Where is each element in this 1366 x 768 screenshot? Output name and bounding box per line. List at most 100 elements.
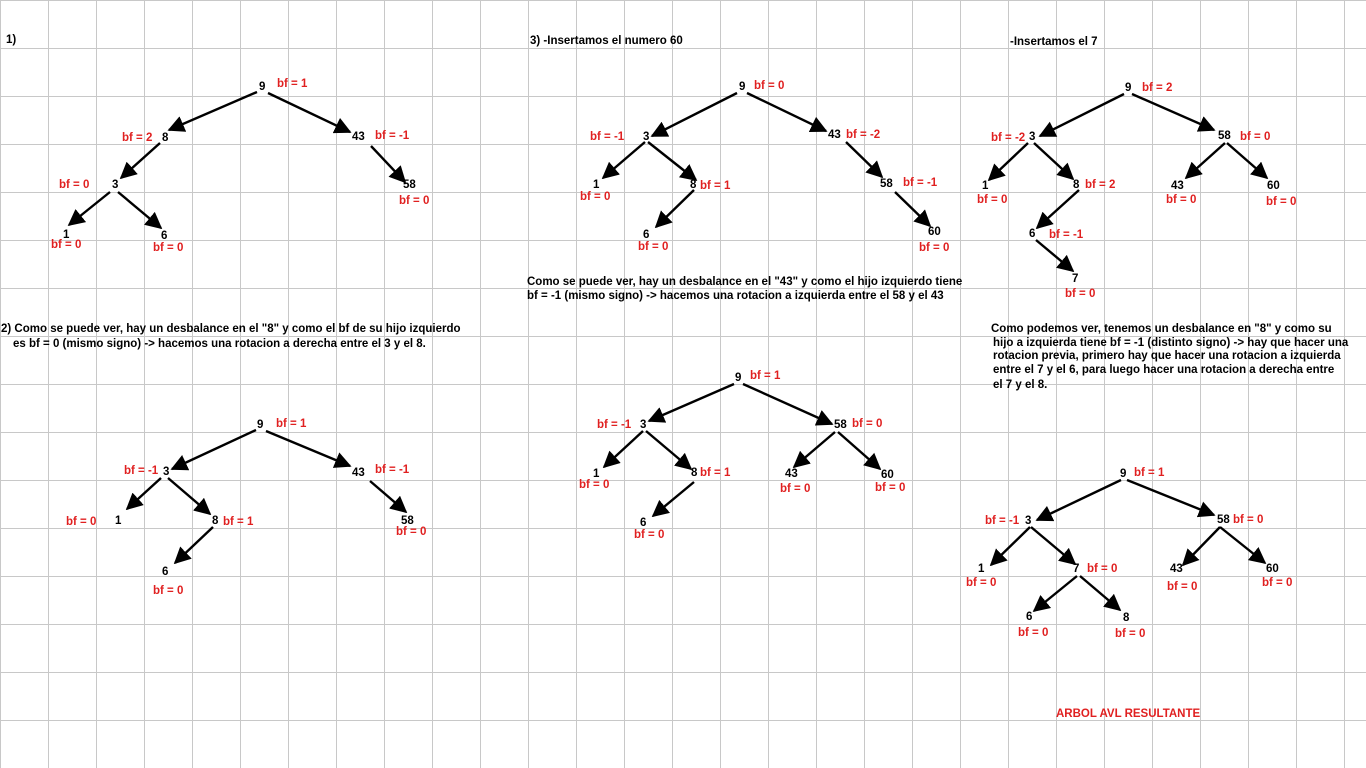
step-4-title: -Insertamos el 7 (1010, 36, 1098, 48)
balance-factor-label: bf = 0 (580, 191, 611, 203)
balance-factor-label: bf = 2 (122, 132, 153, 144)
balance-factor-label: bf = 0 (1240, 131, 1271, 143)
tree-edge-3-to-1 (987, 142, 1029, 182)
tree-node-58: 58 (880, 178, 893, 190)
tree-node-58: 58 (401, 515, 414, 527)
balance-factor-label: bf = 0 (399, 195, 430, 207)
tree-edge-9-to-3 (647, 382, 735, 423)
tree-edge-58-to-43 (1184, 142, 1226, 180)
tree-edge-3-to-8 (167, 477, 212, 516)
tree-node-3: 3 (1029, 131, 1036, 143)
balance-factor-label: bf = 0 (153, 585, 184, 597)
tree-node-8: 8 (1123, 612, 1130, 624)
tree-edge-3-to-7 (1030, 526, 1077, 566)
tree-node-60: 60 (928, 226, 941, 238)
tree-node-1: 1 (978, 563, 985, 575)
balance-factor-label: bf = 0 (1262, 577, 1293, 589)
balance-factor-label: bf = 0 (1087, 563, 1118, 575)
tree-edge-9-to-58 (1131, 92, 1216, 132)
balance-factor-label: bf = -1 (375, 130, 410, 142)
tree-node-43: 43 (785, 468, 798, 480)
step-3-title: 3) -Insertamos el numero 60 (530, 35, 683, 47)
tree-node-6: 6 (161, 230, 168, 242)
tree-edge-58-to-60 (894, 191, 932, 228)
tree-edge-58-to-60 (1219, 526, 1267, 565)
tree-node-3: 3 (1025, 515, 1032, 527)
tree-edge-8-to-6 (1035, 189, 1080, 230)
tree-node-58: 58 (403, 179, 416, 191)
tree-edge-9-to-3 (1035, 478, 1122, 522)
tree-node-7: 7 (1073, 563, 1080, 575)
balance-factor-label: bf = 1 (700, 180, 731, 192)
tree-node-60: 60 (1266, 563, 1279, 575)
tree-edge-9-to-58 (742, 382, 834, 426)
tree-node-8: 8 (690, 179, 697, 191)
tree-node-8: 8 (1073, 179, 1080, 191)
tree-edge-9-to-8 (167, 90, 258, 132)
balance-factor-label: bf = 0 (396, 526, 427, 538)
balance-factor-label: bf = 0 (1115, 628, 1146, 640)
balance-factor-label: bf = 0 (1065, 288, 1096, 300)
result-caption: ARBOL AVL RESULTANTE (1056, 708, 1201, 720)
step-4-note-line-2: hijo a izquierda tiene bf = -1 (distinto… (993, 337, 1349, 349)
balance-factor-label: bf = 1 (223, 516, 254, 528)
tree-node-43: 43 (352, 467, 365, 479)
tree-node-43: 43 (352, 131, 365, 143)
balance-factor-label: bf = -2 (991, 132, 1026, 144)
tree-node-58: 58 (1218, 130, 1231, 142)
balance-factor-label: bf = 0 (59, 179, 90, 191)
tree-edge-3-to-1 (601, 141, 646, 180)
tree-node-9: 9 (257, 419, 264, 431)
balance-factor-label: bf = 0 (977, 194, 1008, 206)
balance-factor-label: bf = 0 (1266, 196, 1297, 208)
tree-edge-3-to-8 (645, 430, 693, 471)
tree-edge-8-to-6 (173, 526, 214, 565)
balance-factor-label: bf = -1 (1049, 229, 1084, 241)
tree-edge-43-to-58 (370, 145, 407, 184)
step-4-note-line-5: el 7 y el 8. (993, 379, 1048, 391)
balance-factor-label: bf = -1 (903, 177, 938, 189)
tree-edge-58-to-60 (837, 431, 882, 471)
tree-node-6: 6 (643, 229, 650, 241)
balance-factor-label: bf = 0 (579, 479, 610, 491)
step-4-note-line-1: Como podemos ver, tenemos un desbalance … (991, 323, 1332, 335)
balance-factor-label: bf = 2 (1085, 179, 1116, 191)
tree-edge-9-to-3 (650, 91, 738, 138)
balance-factor-label: bf = 1 (1134, 467, 1165, 479)
tree-edge-3-to-1 (67, 191, 111, 227)
tree-edge-3-to-1 (989, 526, 1031, 567)
tree-edge-43-to-58 (845, 141, 884, 179)
tree-edge-58-to-43 (1181, 526, 1221, 567)
balance-factor-label: bf = -1 (590, 131, 625, 143)
tree-node-60: 60 (1267, 180, 1280, 192)
tree-edge-3-to-1 (602, 430, 644, 469)
step-4-note-line-3: rotacion previa, primero hay que hacer u… (993, 350, 1341, 362)
balance-factor-label: bf = -2 (846, 129, 881, 141)
step-4-note-line-4: entre el 7 y el 6, para luego hacer una … (993, 364, 1335, 376)
tree-edge-58-to-60 (1226, 142, 1269, 180)
balance-factor-label: bf = 0 (638, 241, 669, 253)
tree-node-58: 58 (834, 419, 847, 431)
tree-edge-3-to-1 (125, 477, 162, 511)
balance-factor-label: bf = 0 (919, 242, 950, 254)
balance-factor-label: bf = 0 (66, 516, 97, 528)
tree-node-6: 6 (1029, 228, 1036, 240)
tree-edge-7-to-8 (1079, 575, 1122, 612)
tree-edge-9-to-3 (170, 428, 257, 471)
balance-factor-label: bf = 1 (750, 370, 781, 382)
balance-factor-label: bf = 0 (754, 80, 785, 92)
tree-edge-3-to-8 (1033, 142, 1075, 181)
tree-edge-6-to-7 (1035, 239, 1075, 273)
balance-factor-label: bf = 0 (51, 239, 82, 251)
tree-node-8: 8 (691, 467, 698, 479)
tree-node-1: 1 (593, 468, 600, 480)
tree-edge-9-to-43 (265, 429, 352, 468)
balance-factor-label: bf = 0 (1233, 514, 1264, 526)
tree-edge-58-to-43 (792, 431, 836, 469)
tree-edge-9-to-43 (267, 91, 352, 134)
tree-edge-43-to-58 (369, 480, 408, 514)
balance-factor-label: bf = 2 (1142, 82, 1173, 94)
balance-factor-label: bf = 0 (634, 529, 665, 541)
tree-node-43: 43 (828, 129, 841, 141)
